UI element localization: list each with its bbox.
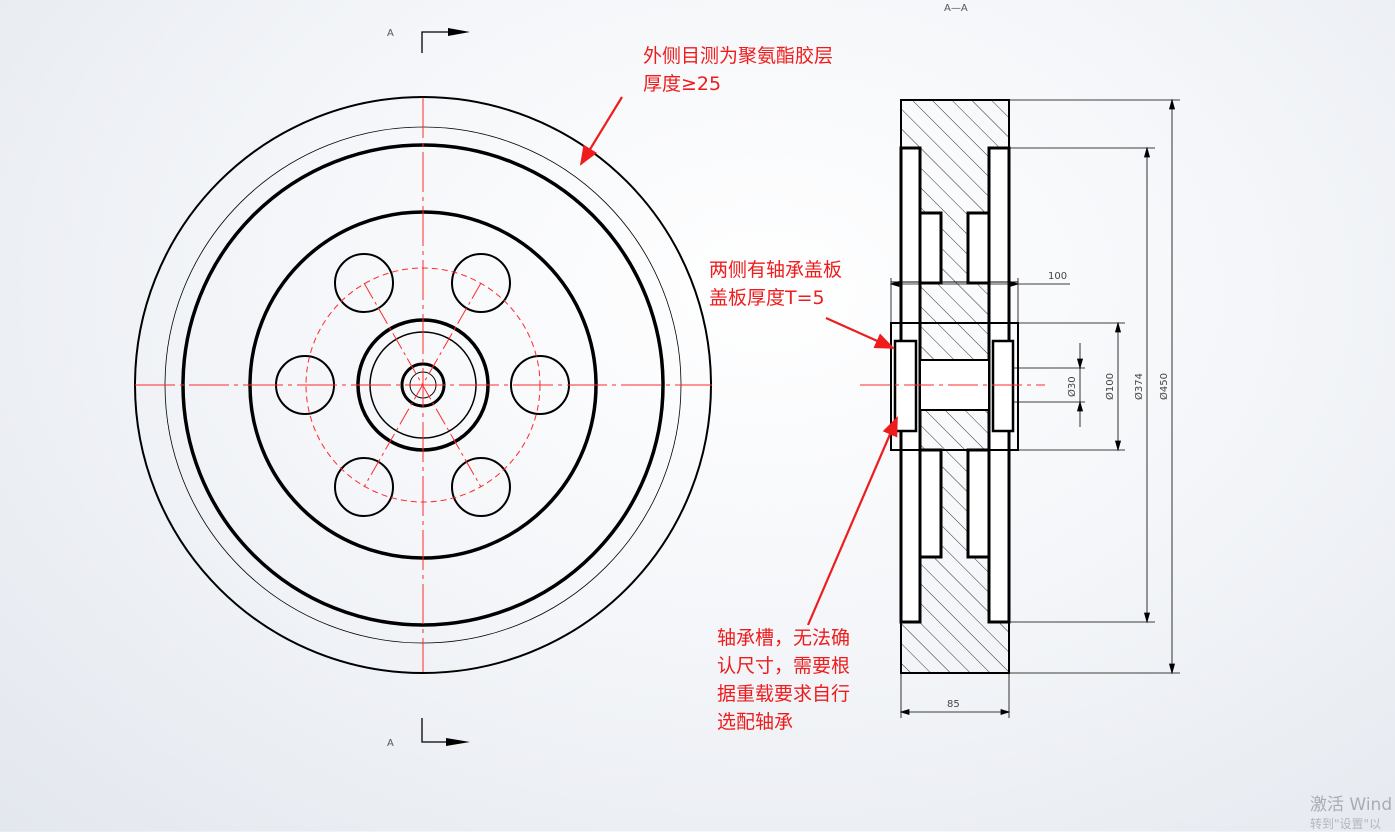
section-marker-top: A [387, 28, 470, 53]
activation-watermark-hint: 转到"设置"以 [1310, 817, 1382, 831]
bearing-left [893, 339, 918, 433]
dim-d30: Ø30 [1066, 376, 1078, 397]
section-view [860, 99, 1045, 674]
lightening-hole-2 [451, 253, 511, 313]
note-polyurethane-line1: 外侧目测为聚氨酯胶层 [643, 45, 834, 67]
note-bearing-line3: 据重载要求自行 [717, 683, 851, 705]
dim-d100: Ø100 [1104, 373, 1116, 400]
dimension-texts: 100 85 Ø30 Ø100 Ø374 Ø450 [947, 271, 1170, 710]
note-polyurethane-line2: 厚度≥25 [643, 73, 722, 95]
bearing-right [991, 339, 1015, 433]
dim-width-100: 100 [1048, 271, 1067, 282]
front-view [134, 96, 712, 674]
arrow-cover-plate [825, 316, 895, 350]
lightening-hole-6 [451, 457, 511, 517]
section-marker-bottom: A [387, 718, 470, 749]
note-bearing-line1: 轴承槽，无法确 [717, 627, 851, 649]
lightening-hole-5 [334, 457, 394, 517]
dim-d374: Ø374 [1133, 373, 1145, 400]
diagonal-centerline-2 [363, 282, 482, 488]
activation-watermark: 激活 Wind [1310, 795, 1393, 815]
svg-text:A: A [387, 28, 394, 39]
dim-width-85: 85 [947, 699, 960, 710]
section-hatch [895, 100, 1013, 673]
arrow-bearing-groove [806, 416, 899, 626]
front-view-centerlines [135, 98, 712, 672]
note-cover-line2: 盖板厚度T=5 [709, 287, 825, 309]
note-cover-plate: 两侧有轴承盖板 盖板厚度T=5 [709, 256, 842, 312]
arrow-polyurethane [579, 96, 623, 166]
section-view-title: A—A [944, 3, 968, 14]
lightening-hole-3 [334, 253, 394, 313]
note-cover-line1: 两侧有轴承盖板 [709, 259, 843, 281]
dim-d450: Ø450 [1158, 373, 1170, 400]
note-bearing-groove: 轴承槽，无法确 认尺寸，需要根 据重载要求自行 选配轴承 [717, 624, 850, 736]
note-polyurethane: 外侧目测为聚氨酯胶层 厚度≥25 [643, 42, 833, 98]
note-bearing-line2: 认尺寸，需要根 [717, 655, 851, 677]
note-bearing-line4: 选配轴承 [717, 711, 794, 733]
annotation-arrows [579, 96, 899, 626]
hole-pitch-circle [305, 267, 541, 503]
dimensions [889, 98, 1180, 718]
svg-text:A: A [387, 738, 394, 749]
